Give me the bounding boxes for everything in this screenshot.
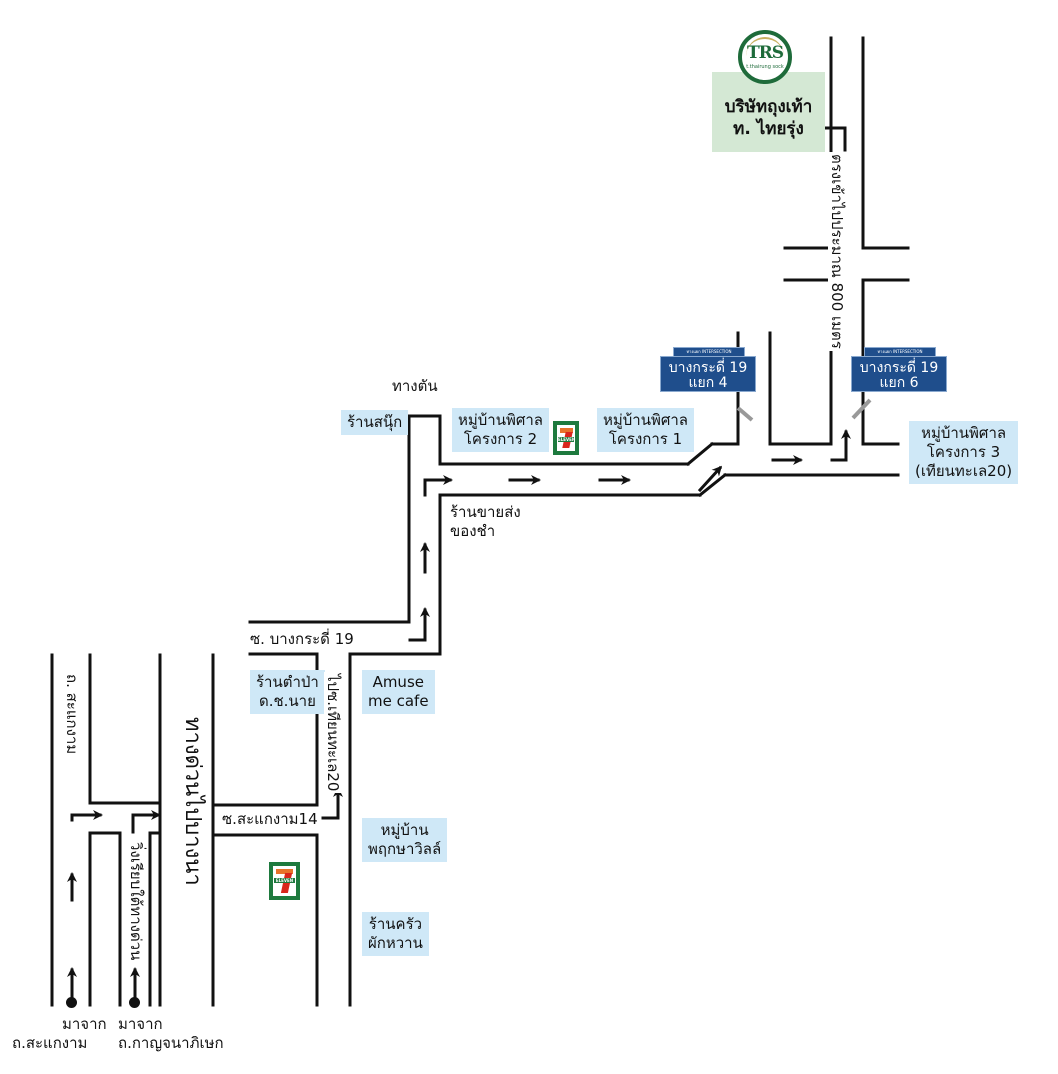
to-tianthale20-label: ไปซ.เทียนทะเล20 (324, 672, 342, 794)
route-arrows (67, 123, 851, 1002)
origin-2-line1: มาจาก (118, 1015, 163, 1033)
intersection-sign-header: ทางแยก INTERSECTION (673, 347, 745, 357)
company-box: บริษัทถุงเท้า ท. ไทยรุ่ง (712, 72, 825, 152)
wholesale-shop-line2: ของชำ (450, 522, 496, 540)
intersection-sign-6: บางกระดี่ 19 แยก 6 (851, 356, 947, 392)
origin-1-line2: ถ.สะแกงาม (12, 1034, 88, 1052)
landmark-pisan-1: หมู่บ้านพิศาลโครงการ 1 (597, 408, 694, 452)
soi-sakaengam14-label: ซ.สะแกงาม14 (222, 810, 318, 828)
expressway-bangna-label: ทางด่วนไปบางนา (180, 715, 205, 888)
soi-bangkradi19-label: ซ. บางกระดี่ 19 (250, 630, 354, 648)
arrow-icon (697, 465, 723, 493)
arrow-icon (423, 475, 453, 497)
arrow-icon (408, 607, 430, 642)
road-left-system (50, 653, 215, 1007)
sign-post (736, 406, 754, 422)
landmark-snooker: ร้านสนุ๊ก (341, 410, 409, 435)
arrow-icon (830, 429, 851, 462)
landmark-pakwan: ร้านครัวผักหวาน (362, 912, 429, 956)
arrow-icon (70, 810, 103, 822)
origin-dot-icon (129, 997, 140, 1008)
logo-text: TRS (746, 43, 784, 63)
intersection-sign-header: ทางแยก INTERSECTION (864, 347, 936, 357)
seven-eleven-icon: ELEVEN (269, 862, 300, 900)
logo-subtext: t.thairung sock (746, 64, 784, 70)
wholesale-shop-line1: ร้านขายส่ง (450, 503, 521, 521)
seven-eleven-icon: ELEVEN (553, 421, 579, 455)
intersection-sign-4: บางกระดี่ 19 แยก 4 (660, 356, 756, 392)
arrow-icon (321, 787, 343, 820)
origin-2-line2: ถ.กาญจนาภิเษก (118, 1034, 224, 1052)
arrow-icon (131, 810, 161, 834)
company-name-line2: ท. ไทยรุ่ง (733, 119, 804, 139)
trs-logo: TRS t.thairung sock (738, 30, 792, 84)
landmark-pruksa: หมู่บ้านพฤกษาวิลล์ (362, 818, 448, 862)
under-expressway-label: วิ่งเรียบใต้ทางด่วน (127, 840, 145, 963)
sign-post (851, 398, 872, 420)
origin-1-line1: มาจาก (62, 1015, 107, 1033)
landmark-tumpa: ร้านตำป่าด.ช.นาย (250, 670, 325, 714)
dead-end-label: ทางตัน (392, 377, 438, 395)
origin-dot-icon (66, 997, 77, 1008)
company-name-line1: บริษัทถุงเท้า (724, 97, 813, 117)
landmark-pisan-3: หมู่บ้านพิศาลโครงการ 3(เทียนทะเล20) (909, 421, 1019, 484)
arrow-icon (814, 123, 847, 152)
straight-800m-label: ตรงเข้าไปประมาณ 800 เมตร (828, 152, 846, 351)
landmark-pisan-2: หมู่บ้านพิศาลโครงการ 2 (452, 408, 549, 452)
th-sakaengam-label: ถ. สะแกงาม (63, 672, 81, 757)
